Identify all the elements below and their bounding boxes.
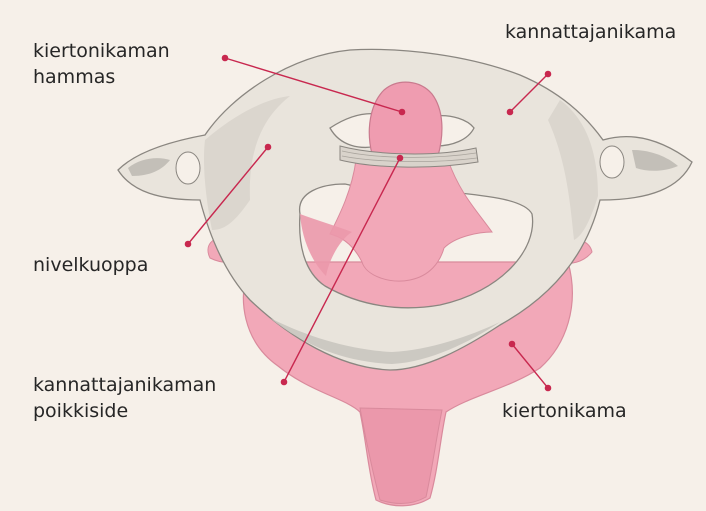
leader-ligament-end (397, 155, 402, 160)
label-atlas: kannattajanikama (505, 19, 676, 45)
leader-dens-end (399, 109, 404, 114)
leader-axis-dot (545, 385, 550, 390)
leader-ligament-dot (281, 379, 286, 384)
leader-facet-end (265, 144, 270, 149)
label-facet-line1: nivelkuoppa (33, 252, 148, 278)
label-dens-line1: kiertonikaman (33, 38, 170, 64)
label-axis-line1: kiertonikama (502, 398, 627, 424)
label-ligament-line1: kannattajanikaman (33, 372, 216, 398)
right-transverse-foramen (600, 146, 624, 178)
leader-atlas-end (507, 109, 512, 114)
leader-axis-end (509, 341, 514, 346)
leader-atlas-dot (545, 71, 550, 76)
leader-dens-dot (222, 55, 227, 60)
label-facet: nivelkuoppa (33, 252, 148, 278)
left-transverse-foramen (176, 152, 200, 184)
label-ligament-line2: poikkiside (33, 398, 216, 424)
dens (369, 82, 442, 163)
label-atlas-line1: kannattajanikama (505, 19, 676, 45)
label-axis: kiertonikama (502, 398, 627, 424)
label-dens: kiertonikaman hammas (33, 38, 170, 90)
leader-facet-dot (185, 241, 190, 246)
label-ligament: kannattajanikaman poikkiside (33, 372, 216, 424)
label-dens-line2: hammas (33, 64, 170, 90)
